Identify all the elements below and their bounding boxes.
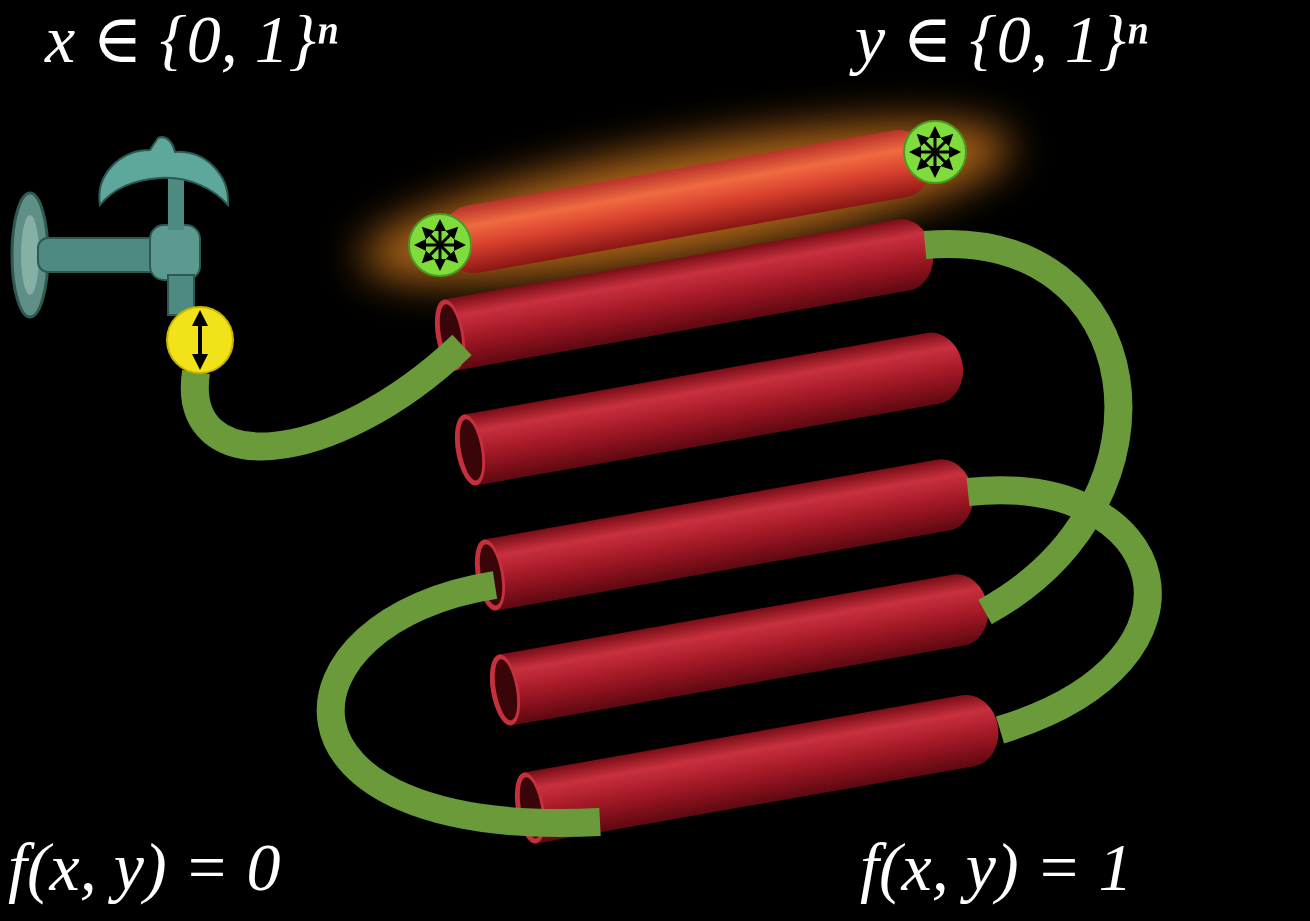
- pipe-body: [499, 569, 994, 725]
- pipe: [450, 328, 969, 488]
- hose: [331, 585, 600, 823]
- hose: [195, 345, 462, 446]
- arrow: [440, 231, 454, 245]
- hose: [968, 490, 1148, 730]
- pipe-rim: [450, 412, 490, 488]
- math-label: y ∈ {0, 1}ⁿ: [855, 2, 1147, 77]
- sensor-symbol: [409, 214, 471, 276]
- arrow: [921, 138, 935, 152]
- pipe-opening: [491, 658, 521, 723]
- sensor-circle: [904, 121, 966, 183]
- arrow: [935, 138, 949, 152]
- faucet-flange-center: [21, 215, 39, 295]
- sensor-symbol: [904, 121, 966, 183]
- arrow: [921, 152, 935, 166]
- sensor-circle: [409, 214, 471, 276]
- hoses: [195, 244, 1148, 823]
- pipe-rim: [485, 652, 525, 728]
- pipe-opening: [456, 418, 486, 483]
- math-label: f(x, y) = 0: [8, 830, 280, 905]
- hose: [925, 244, 1118, 612]
- valve-circle: [167, 307, 233, 373]
- arrow: [426, 245, 440, 259]
- arrow: [935, 152, 949, 166]
- faucet-valve: [150, 225, 200, 280]
- faucet: [12, 137, 228, 317]
- pipe-body: [464, 328, 969, 486]
- arrow: [440, 245, 454, 259]
- radiating-arrows: [915, 132, 955, 172]
- double-arrow: [198, 318, 202, 362]
- faucet-valve-symbol: [167, 307, 233, 373]
- radiating-arrows: [420, 225, 460, 265]
- math-label: x ∈ {0, 1}ⁿ: [45, 2, 337, 77]
- arrow: [426, 231, 440, 245]
- dolphin-handle: [99, 137, 228, 205]
- math-label: f(x, y) = 1: [860, 830, 1132, 905]
- faucet-stem: [168, 175, 184, 230]
- faucet-body: [38, 238, 168, 272]
